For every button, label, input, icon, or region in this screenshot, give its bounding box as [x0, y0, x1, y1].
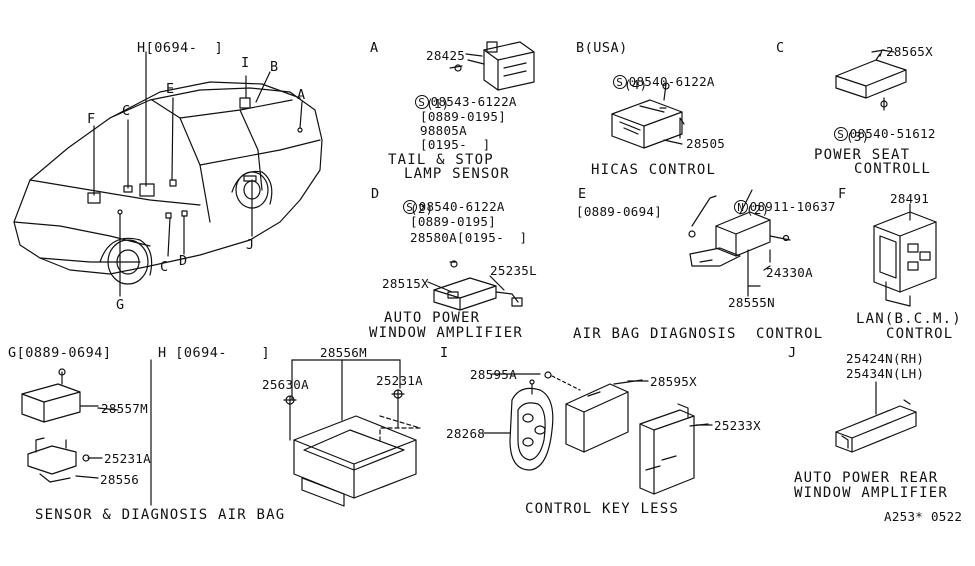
qty-label-a: (1) — [426, 96, 450, 111]
part-28515X-drawing — [427, 260, 523, 311]
part-label-28556: 28556 — [100, 472, 140, 487]
car-label-b: B — [270, 59, 279, 75]
car-label-j: J — [246, 237, 255, 253]
car-label-g: G — [116, 297, 125, 313]
qty-label-c: (3) — [846, 129, 870, 144]
title-auto-power: AUTO POWER — [384, 310, 481, 326]
car-label-a: A — [297, 87, 306, 103]
part-label-98805a: 98805A — [420, 123, 467, 138]
part-label-24330a: 24330A — [766, 265, 813, 280]
range-label-e: [0889-0694] — [576, 204, 663, 219]
title-lan-bcm: LAN(B.C.M.) — [856, 311, 962, 327]
qty-label-b: (4) — [624, 77, 648, 92]
title-lamp-sensor: LAMP SENSOR — [404, 166, 510, 182]
qty-label-e: (2) — [746, 202, 770, 217]
part-28425-drawing — [449, 41, 535, 91]
section-c-heading: C — [776, 40, 785, 56]
part-label-25231a-g: 25231A — [104, 451, 151, 466]
car-illustration — [13, 51, 323, 297]
title-power-seat: POWER SEAT — [814, 147, 911, 163]
section-d-heading: D — [371, 186, 380, 202]
section-a-heading: A — [370, 40, 379, 56]
part-28557M-drawing — [21, 368, 103, 483]
car-label-f: F — [87, 111, 96, 127]
part-label-25630a: 25630A — [262, 377, 309, 392]
range-label-a1: [0889-0195] — [420, 109, 507, 124]
section-b-heading: B(USA) — [576, 40, 628, 56]
car-label-c2: C — [160, 259, 169, 275]
title-sensor-diagnosis-air-bag: SENSOR & DIAGNOSIS AIR BAG — [35, 507, 286, 523]
section-i-heading: I — [440, 345, 449, 361]
part-label-25231a-h: 25231A — [376, 373, 423, 388]
section-e-heading: E — [578, 186, 587, 202]
s-mark: S — [612, 75, 627, 89]
title-auto-power-rear: AUTO POWER REAR — [794, 470, 939, 486]
part-28491-drawing — [873, 203, 937, 307]
part-label-28425: 28425 — [426, 48, 466, 63]
part-28505-drawing — [611, 82, 683, 149]
range-label-d1: [0889-0195] — [410, 214, 497, 229]
car-label-h: H[0694- ] — [137, 40, 224, 56]
part-25424N-drawing — [835, 381, 917, 453]
part-28595X-drawing — [544, 371, 643, 453]
car-label-c: C — [122, 103, 131, 119]
part-label-28491: 28491 — [890, 191, 930, 206]
qty-label-d: (2) — [410, 201, 434, 216]
range-label-a2: [0195- ] — [420, 137, 491, 152]
title-window-amplifier-j: WINDOW AMPLIFIER — [794, 485, 949, 501]
n-mark: N — [733, 200, 748, 214]
part-label-25235l: 25235L — [490, 263, 537, 278]
part-25233X-drawing — [639, 403, 709, 495]
title-window-amplifier: WINDOW AMPLIFIER — [369, 325, 524, 341]
part-label-25434n: 25434N(LH) — [846, 366, 925, 381]
car-label-i: I — [241, 55, 250, 71]
s-mark: S — [833, 127, 848, 141]
part-label-25233x: 25233X — [714, 418, 761, 433]
part-28268-drawing — [509, 379, 554, 471]
s-mark: S — [414, 95, 429, 109]
section-h-heading: H [0694- ] — [158, 345, 271, 361]
section-j-heading: J — [788, 345, 797, 361]
section-f-heading: F — [838, 186, 847, 202]
car-label-d: D — [179, 253, 188, 269]
part-label-25424n: 25424N(RH) — [846, 351, 925, 366]
title-hicas-control: HICAS CONTROL — [591, 162, 717, 178]
part-label-28268: 28268 — [446, 426, 486, 441]
part-label-28556m: 28556M — [320, 345, 367, 360]
car-label-e: E — [166, 81, 175, 97]
part-28556M-drawing — [283, 359, 421, 507]
part-label-28595x: 28595X — [650, 374, 697, 389]
section-g-heading: G[0889-0694] — [8, 345, 112, 361]
part-24330A-drawing — [688, 195, 791, 297]
part-label-28505: 28505 — [686, 136, 726, 151]
part-label-28580a: 28580A[0195- ] — [410, 230, 528, 245]
title-control-f: CONTROL — [886, 326, 954, 342]
part-label-28555n: 28555N — [728, 295, 775, 310]
title-tail-stop: TAIL & STOP — [388, 152, 494, 168]
s-mark: S — [402, 200, 417, 214]
title-control-key-less: CONTROL KEY LESS — [525, 501, 680, 517]
diagram-code: A253* 0522 — [884, 509, 963, 524]
title-controll: CONTROLL — [854, 161, 932, 177]
part-28565X-drawing — [835, 49, 907, 111]
part-label-28595a: 28595A — [470, 367, 517, 382]
part-label-28557m: 28557M — [101, 401, 148, 416]
title-air-bag-diagnosis-control: AIR BAG DIAGNOSIS CONTROL — [573, 326, 824, 342]
part-label-28565x: 28565X — [886, 44, 933, 59]
part-label-28515x: 28515X — [382, 276, 429, 291]
